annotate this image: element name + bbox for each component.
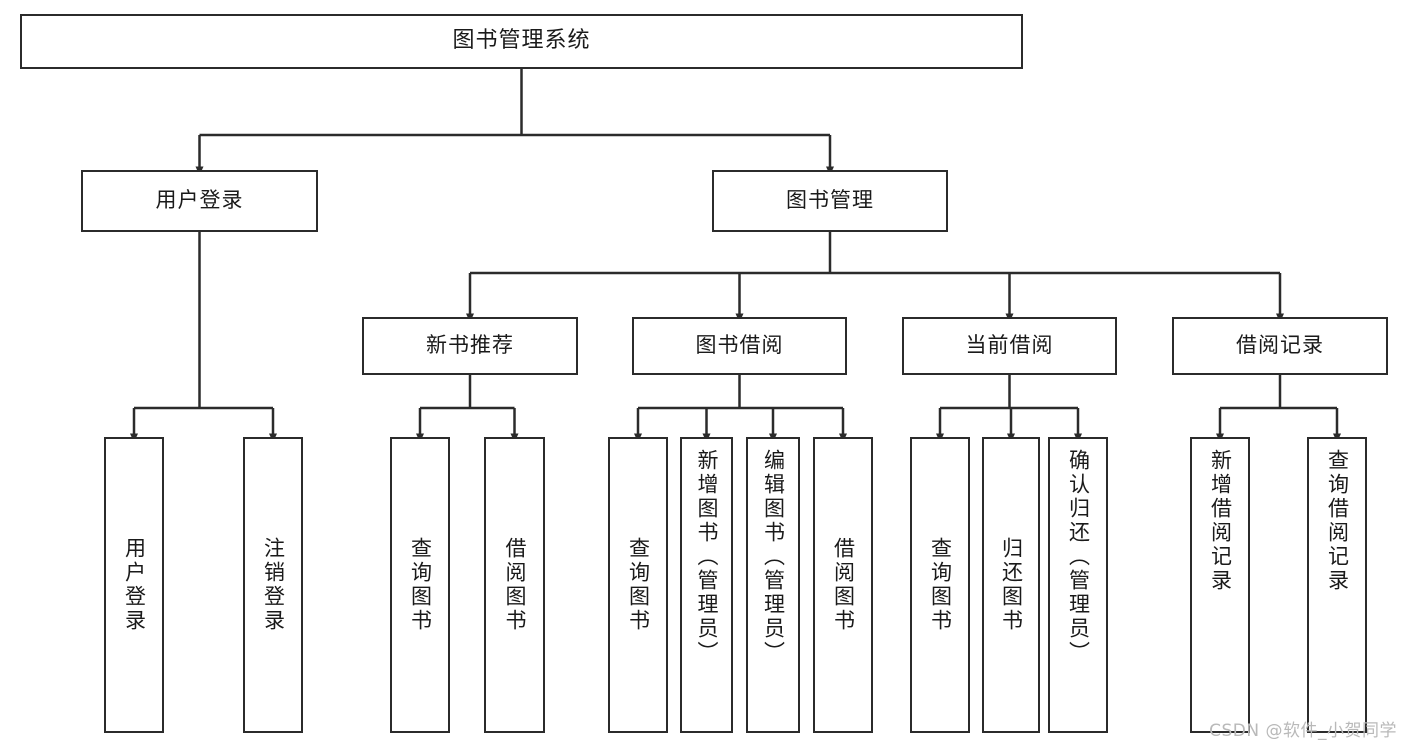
edge-group: [130, 69, 1341, 443]
node-new-book-rec[interactable]: 新书推荐: [362, 317, 578, 375]
node-label: 查询借阅记录: [1325, 449, 1350, 593]
node-label: 图书管理: [786, 188, 874, 213]
node-label: 归还图书: [999, 537, 1024, 633]
node-leaf-user-login[interactable]: 用户登录: [104, 437, 164, 733]
node-label: 注销登录: [261, 537, 286, 633]
node-leaf-edit-book[interactable]: 编辑图书（管理员）: [746, 437, 800, 733]
node-label: 查询图书: [408, 537, 433, 633]
node-leaf-query-book-2[interactable]: 查询图书: [608, 437, 668, 733]
node-label: 编辑图书（管理员）: [761, 449, 786, 665]
node-current-borrow[interactable]: 当前借阅: [902, 317, 1117, 375]
node-login[interactable]: 用户登录: [81, 170, 318, 232]
node-label: 查询图书: [928, 537, 953, 633]
node-label: 用户登录: [155, 188, 244, 213]
node-leaf-borrow-book-2[interactable]: 借阅图书: [813, 437, 873, 733]
node-label: 图书借阅: [695, 333, 784, 358]
node-root[interactable]: 图书管理系统: [20, 14, 1023, 69]
node-leaf-add-book[interactable]: 新增图书（管理员）: [680, 437, 733, 733]
watermark-label: CSDN @软件_小贺同学: [1209, 721, 1397, 741]
node-borrow-record[interactable]: 借阅记录: [1172, 317, 1388, 375]
node-leaf-query-book-3[interactable]: 查询图书: [910, 437, 970, 733]
node-label: 图书管理系统: [452, 28, 591, 54]
node-leaf-query-record[interactable]: 查询借阅记录: [1307, 437, 1367, 733]
node-label: 确认归还（管理员）: [1066, 449, 1091, 665]
node-label: 新增图书（管理员）: [695, 449, 719, 665]
node-leaf-query-book-1[interactable]: 查询图书: [390, 437, 450, 733]
node-label: 用户登录: [122, 537, 147, 633]
node-leaf-confirm-return[interactable]: 确认归还（管理员）: [1048, 437, 1108, 733]
node-label: 借阅图书: [831, 537, 856, 633]
node-leaf-logout[interactable]: 注销登录: [243, 437, 303, 733]
node-leaf-borrow-book-1[interactable]: 借阅图书: [484, 437, 545, 733]
node-label: 查询图书: [626, 537, 651, 633]
node-label: 新增借阅记录: [1208, 449, 1233, 593]
node-leaf-return-book[interactable]: 归还图书: [982, 437, 1040, 733]
node-leaf-add-record[interactable]: 新增借阅记录: [1190, 437, 1250, 733]
node-label: 借阅记录: [1236, 333, 1324, 358]
node-label: 新书推荐: [426, 333, 514, 358]
node-label: 当前借阅: [965, 333, 1054, 358]
node-label: 借阅图书: [503, 537, 527, 633]
node-book-borrow[interactable]: 图书借阅: [632, 317, 847, 375]
node-book-manage[interactable]: 图书管理: [712, 170, 948, 232]
